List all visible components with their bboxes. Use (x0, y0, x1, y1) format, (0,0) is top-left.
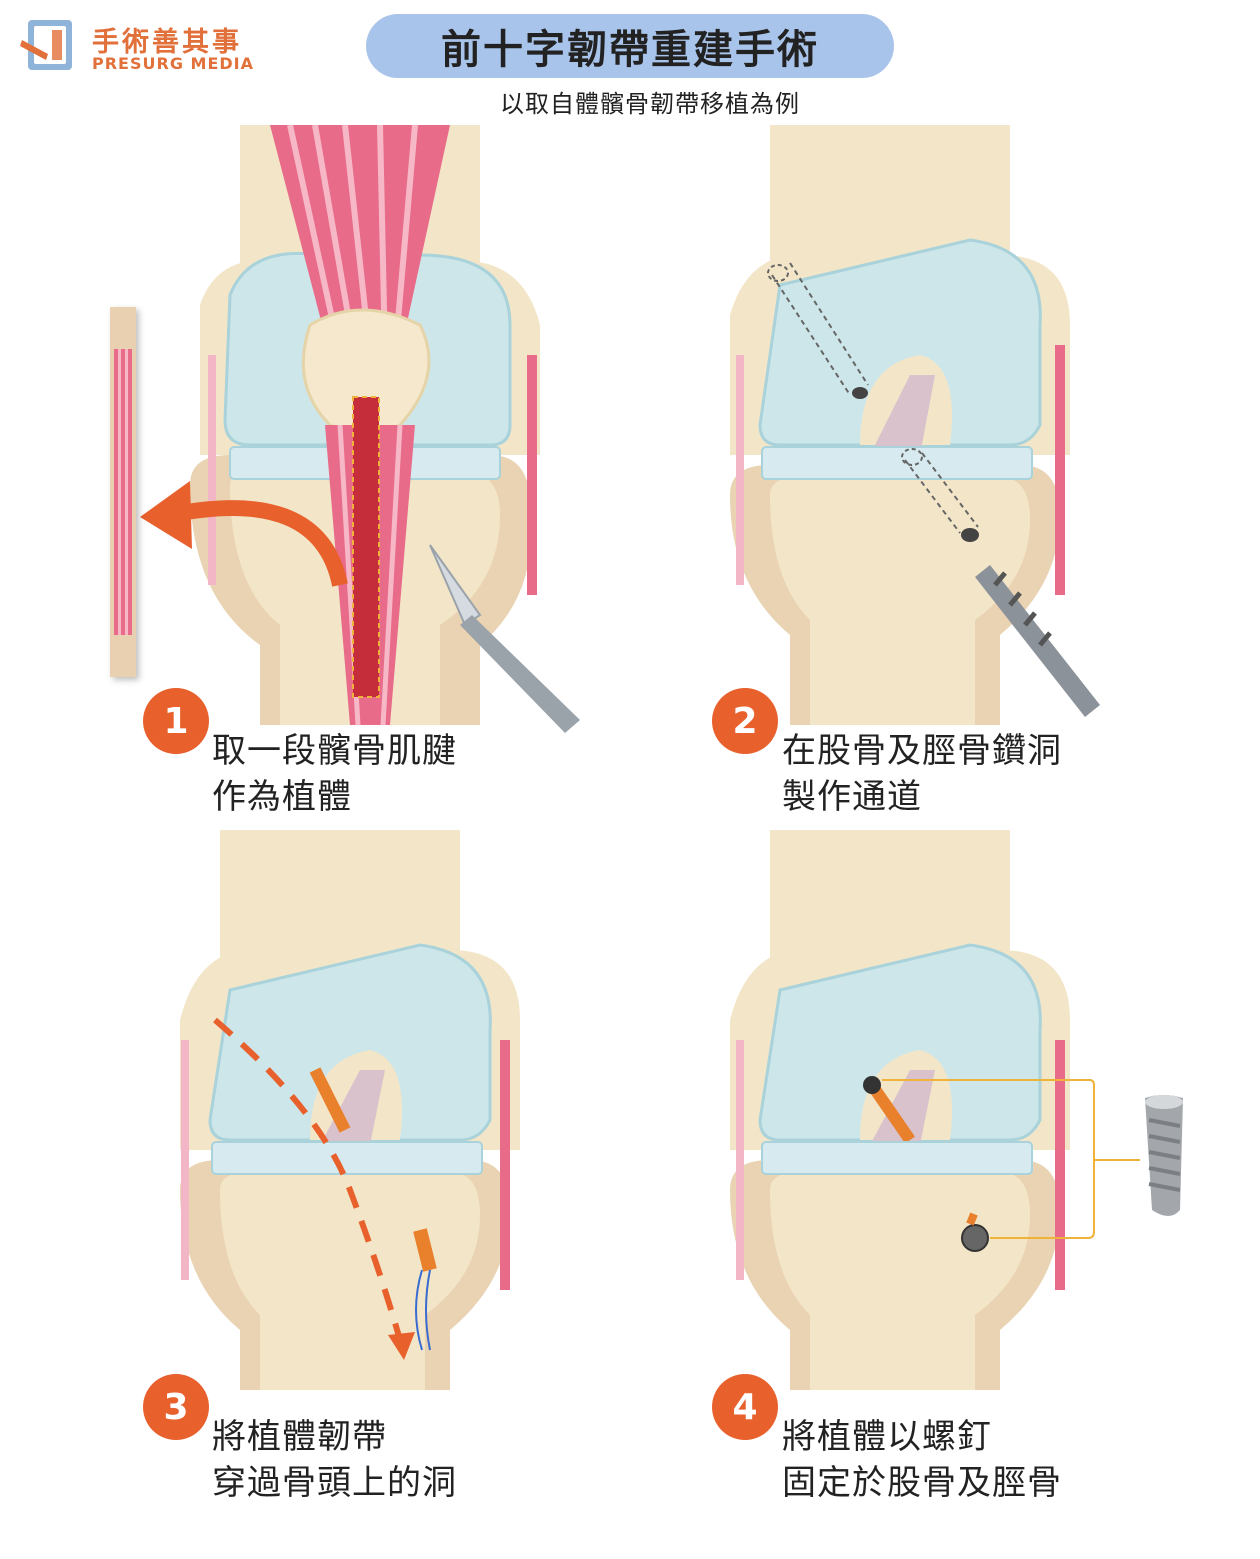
step-3-caption: 將植體韌帶 穿過骨頭上的洞 (212, 1414, 457, 1506)
step-4-caption-line-1: 將植體以螺釘 (782, 1417, 992, 1457)
page-subtitle: 以取自體髕骨韌帶移植為例 (500, 90, 800, 118)
step-3-badge: 3 (143, 1374, 209, 1440)
brand-logo: 手術善其事 PRESURG MEDIA (18, 14, 258, 76)
step-3-caption-line-2: 穿過骨頭上的洞 (212, 1463, 457, 1503)
step-4-illustration (700, 830, 1240, 1390)
brand-name-en: PRESURG MEDIA (92, 54, 254, 73)
step-3-illustration (160, 830, 560, 1390)
logo-mark-icon (20, 20, 72, 70)
step-4-badge: 4 (712, 1374, 778, 1440)
step-1-caption: 取一段髕骨肌腱 作為植體 (212, 728, 457, 820)
step-2-badge: 2 (712, 688, 778, 754)
step-2-caption: 在股骨及脛骨鑽洞 製作通道 (782, 728, 1062, 820)
harvested-graft (110, 307, 136, 677)
step-2-caption-line-2: 製作通道 (782, 777, 922, 817)
step-1-badge: 1 (143, 688, 209, 754)
step-1-caption-line-1: 取一段髕骨肌腱 (212, 731, 457, 771)
step-4-caption: 將植體以螺釘 固定於股骨及脛骨 (782, 1414, 1062, 1506)
step-1-caption-line-2: 作為植體 (212, 777, 352, 817)
step-2-caption-line-1: 在股骨及脛骨鑽洞 (782, 731, 1062, 771)
step-2-illustration (700, 125, 1130, 725)
step-4-caption-line-2: 固定於股骨及脛骨 (782, 1463, 1062, 1503)
brand-name-cn: 手術善其事 (92, 27, 242, 58)
step-1-illustration (100, 125, 620, 735)
page-title: 前十字韌帶重建手術 (366, 14, 894, 78)
step-3-caption-line-1: 將植體韌帶 (212, 1417, 387, 1457)
